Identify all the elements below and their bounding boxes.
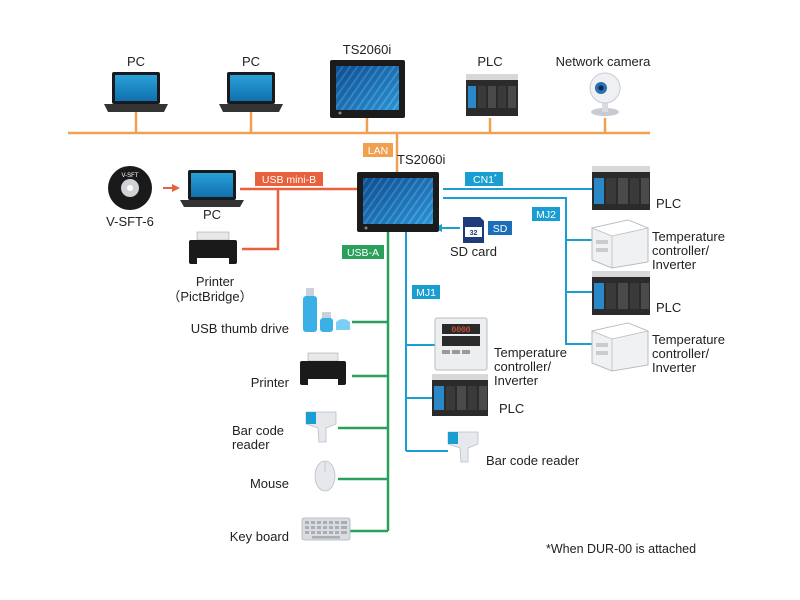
cn1-temp-b-label-1: Temperature xyxy=(652,332,725,347)
arrow-right-icon xyxy=(163,184,180,192)
mj2-tag: MJ2 xyxy=(532,207,560,221)
usb-barcode-label-2: reader xyxy=(232,437,270,452)
cn1-temp-a-label-2: controller/ xyxy=(652,243,709,258)
svg-text:LAN: LAN xyxy=(368,145,388,157)
cn1-temp-b-label-2: controller/ xyxy=(652,346,709,361)
barcode-reader-icon xyxy=(305,411,337,443)
mouse-label: Mouse xyxy=(250,476,289,491)
printer-icon xyxy=(300,352,346,385)
plc-label-top: PLC xyxy=(477,54,502,69)
usb-thumb-drive-icon xyxy=(303,288,350,332)
usb-printer-label: Printer xyxy=(251,375,290,390)
mouse-icon xyxy=(314,460,336,492)
barcode-reader-icon xyxy=(447,431,479,463)
mj1-temp-label-1: Temperature xyxy=(494,345,567,360)
svg-text:0000: 0000 xyxy=(451,326,470,335)
mj1-tag: MJ1 xyxy=(412,285,440,299)
laptop-icon xyxy=(104,72,168,112)
printer-pictbridge-label-2: （PictBridge） xyxy=(167,289,252,304)
svg-text:USB mini-B: USB mini-B xyxy=(262,174,316,186)
cn1-temp-b-label-3: Inverter xyxy=(652,360,697,375)
usb-mini-b-line xyxy=(240,187,357,251)
svg-text:V-SFT: V-SFT xyxy=(121,173,138,179)
cn1-plc-a-label: PLC xyxy=(656,196,681,211)
svg-text:MJ2: MJ2 xyxy=(536,209,556,221)
plc-icon xyxy=(432,374,488,416)
cn1-temp-a-label-3: Inverter xyxy=(652,257,697,272)
usb-a-tag: USB-A xyxy=(342,245,384,259)
lan-bus xyxy=(68,112,650,172)
usb-mini-b-tag: USB mini-B xyxy=(255,172,323,186)
network-camera-label: Network camera xyxy=(556,54,651,69)
cn1-temp-a-label-1: Temperature xyxy=(652,229,725,244)
plc-icon xyxy=(592,166,650,210)
left-pc-label: PC xyxy=(203,207,221,222)
footnote: *When DUR-00 is attached xyxy=(546,542,696,556)
svg-text:USB-A: USB-A xyxy=(347,247,379,259)
pc-label-1: PC xyxy=(127,54,145,69)
laptop-icon xyxy=(219,72,283,112)
temperature-controller-icon: 0000 xyxy=(434,317,488,371)
usb-thumb-drive-label: USB thumb drive xyxy=(191,321,289,336)
mj1-plc-label: PLC xyxy=(499,401,524,416)
usb-barcode-label-1: Bar code xyxy=(232,423,284,438)
laptop-icon xyxy=(180,170,244,207)
center-hmi-icon xyxy=(357,172,439,232)
mj1-barcode-label: Bar code reader xyxy=(486,453,580,468)
mj1-temp-label-3: Inverter xyxy=(494,373,539,388)
svg-text:32: 32 xyxy=(470,230,478,237)
temperature-controller-icon xyxy=(590,322,650,372)
center-hmi-label: TS2060i xyxy=(397,152,446,167)
printer-icon xyxy=(189,231,237,264)
cn1-tag: CN1* xyxy=(465,172,503,186)
hmi-label-top: TS2060i xyxy=(343,42,392,57)
network-camera-icon xyxy=(589,72,621,116)
mj1-temp-label-2: controller/ xyxy=(494,359,551,374)
lan-tag: LAN xyxy=(363,143,393,157)
printer-pictbridge-label-1: Printer xyxy=(196,274,235,289)
keyboard-icon xyxy=(301,517,351,541)
usb-a-line xyxy=(338,230,390,533)
plc-icon xyxy=(592,271,650,315)
keyboard-label: Key board xyxy=(230,529,289,544)
svg-text:SD: SD xyxy=(493,223,508,235)
pc-label-2: PC xyxy=(242,54,260,69)
sd-tag: SD xyxy=(488,221,512,235)
plc-icon xyxy=(466,74,518,116)
hmi-panel-icon xyxy=(330,60,405,118)
temperature-controller-icon xyxy=(590,219,650,269)
svg-text:MJ1: MJ1 xyxy=(416,287,436,299)
sd-card-label: SD card xyxy=(450,244,497,259)
svg-text:CN1*: CN1* xyxy=(473,174,497,186)
sd-card-icon: 32 xyxy=(463,217,484,243)
serial-lines xyxy=(405,188,592,452)
software-label: V-SFT-6 xyxy=(106,214,154,229)
software-disc-icon: V-SFT xyxy=(108,166,152,210)
cn1-plc-b-label: PLC xyxy=(656,300,681,315)
